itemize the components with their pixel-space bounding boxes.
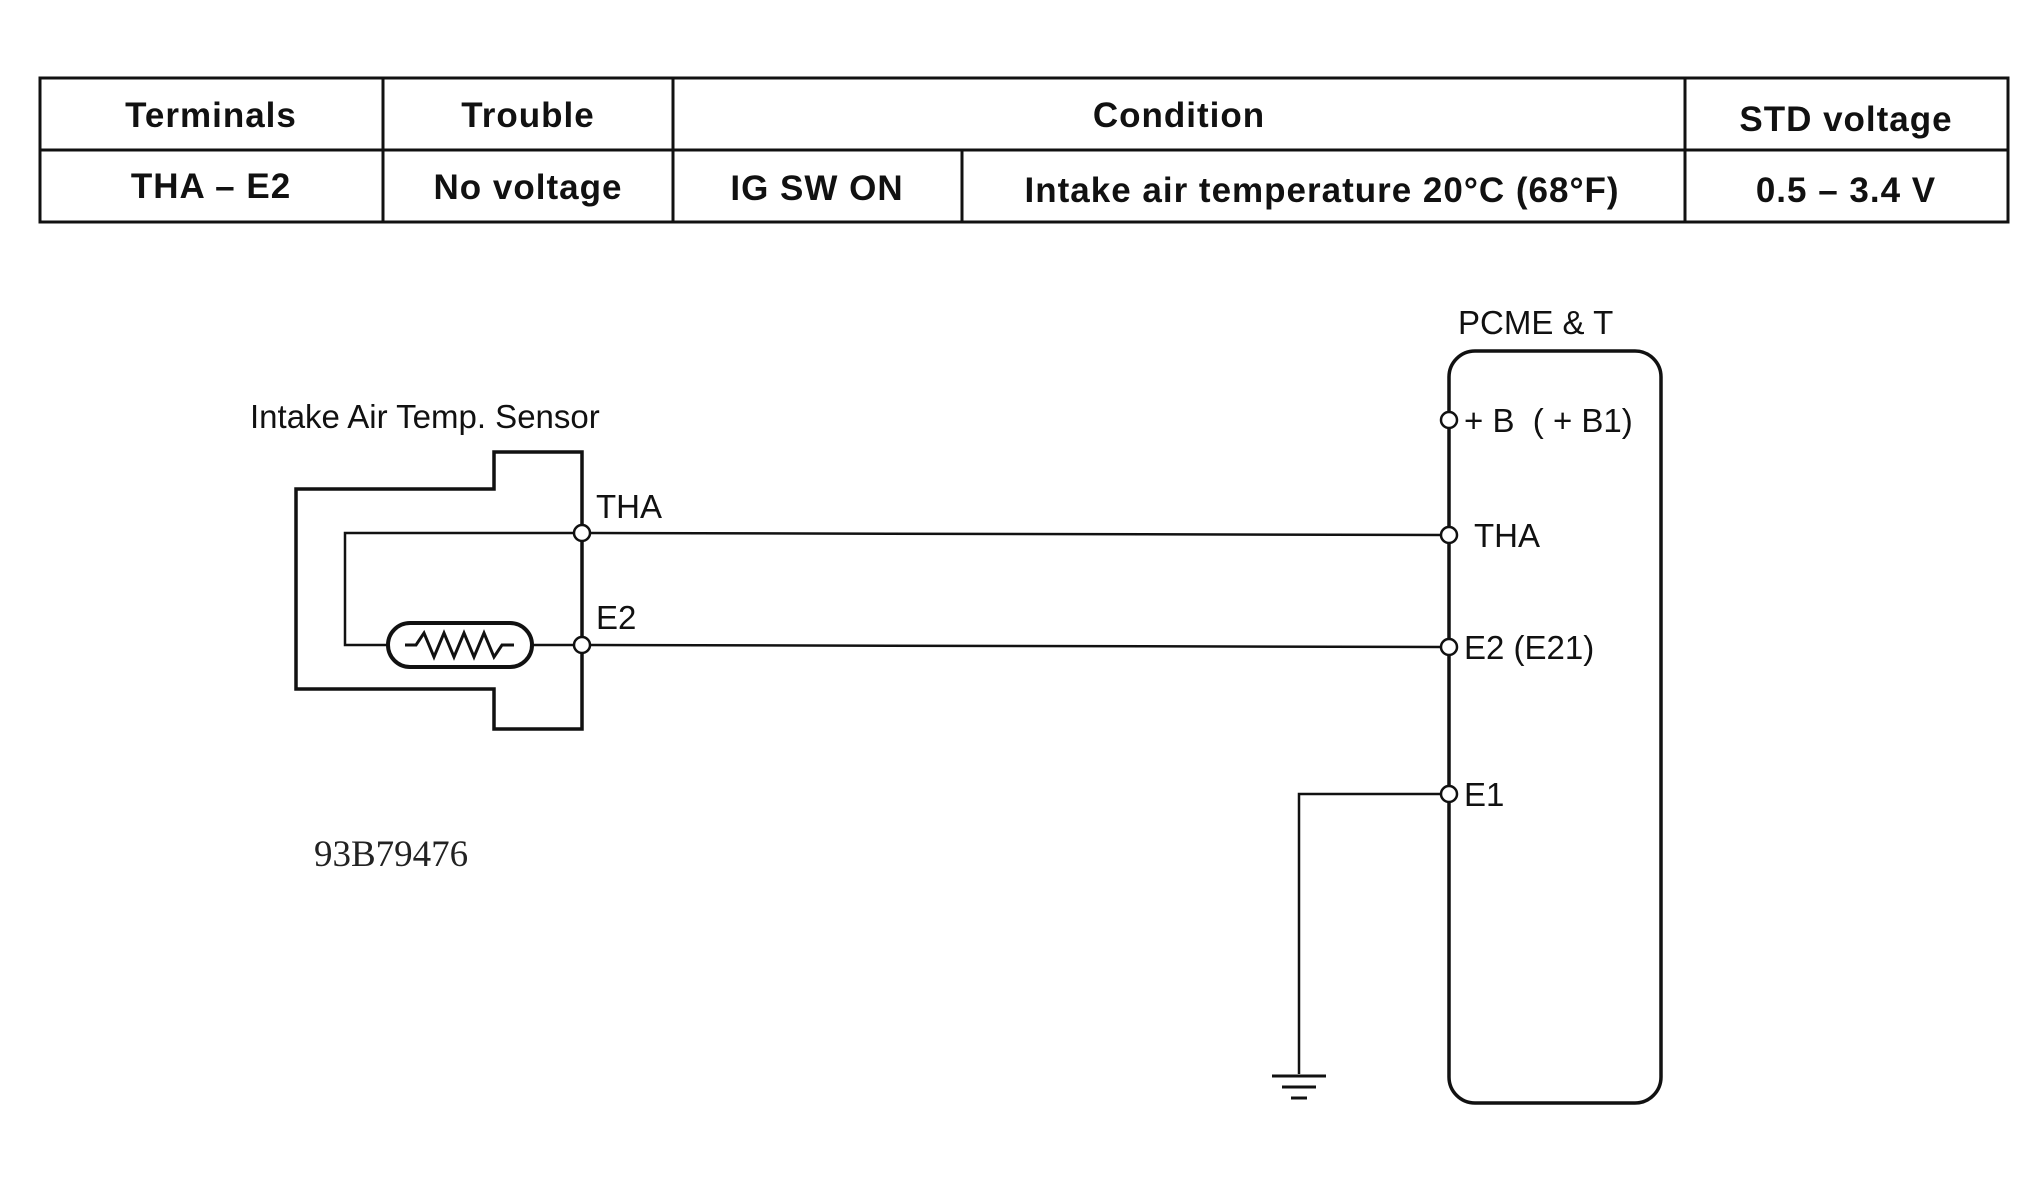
header-condition: Condition bbox=[1093, 96, 1265, 135]
ground-icon bbox=[1272, 1074, 1326, 1100]
ecu-pin-e1-label: E1 bbox=[1464, 776, 1504, 813]
cell-std-voltage: 0.5 – 3.4 V bbox=[1756, 171, 1936, 210]
sensor-pin-e2-label: E2 bbox=[596, 599, 636, 636]
cell-trouble: No voltage bbox=[434, 168, 623, 207]
sensor-pin-tha-label: THA bbox=[596, 488, 662, 525]
sensor-internal-wire bbox=[343, 531, 582, 647]
ecu-pin-b-label: + B ( + B1) bbox=[1464, 402, 1633, 439]
ecu-terminal-b bbox=[1439, 410, 1459, 430]
ecu-terminal-e1 bbox=[1439, 784, 1459, 804]
ecu-pin-tha-label: THA bbox=[1474, 517, 1540, 554]
wire-tha bbox=[589, 531, 1445, 537]
wire-e2 bbox=[589, 643, 1445, 649]
ecu-pcme-t: PCME & T + B ( + B1) THA E2 (E21) E1 bbox=[1439, 304, 1663, 1105]
cell-condition-detail: Intake air temperature 20°C (68°F) bbox=[1025, 171, 1620, 210]
header-trouble: Trouble bbox=[461, 96, 594, 135]
specification-table: Terminals Trouble Condition STD voltage … bbox=[38, 76, 2010, 224]
sensor-terminal-e2 bbox=[572, 635, 592, 655]
resistor-zigzag-icon bbox=[405, 629, 514, 661]
header-std-voltage: STD voltage bbox=[1739, 100, 1952, 139]
harness-wires bbox=[589, 531, 1445, 1074]
sensor-terminal-tha bbox=[572, 523, 592, 543]
intake-air-temp-sensor: Intake Air Temp. Sensor THA E2 bbox=[250, 398, 662, 731]
figure-code: 93B79476 bbox=[314, 834, 468, 875]
ecu-label: PCME & T bbox=[1458, 304, 1613, 341]
ecu-terminal-tha bbox=[1439, 525, 1459, 545]
header-terminals: Terminals bbox=[125, 96, 297, 135]
ecu-terminal-e2 bbox=[1439, 637, 1459, 657]
cell-condition-switch: IG SW ON bbox=[730, 169, 903, 208]
sensor-label: Intake Air Temp. Sensor bbox=[250, 398, 600, 435]
ecu-pin-e2-label: E2 (E21) bbox=[1464, 629, 1594, 666]
sensor-housing bbox=[294, 450, 584, 731]
cell-terminals: THA – E2 bbox=[131, 167, 291, 206]
wire-e1-ground bbox=[1297, 792, 1444, 1074]
ecu-body bbox=[1447, 349, 1663, 1105]
thermistor-body bbox=[386, 621, 534, 669]
